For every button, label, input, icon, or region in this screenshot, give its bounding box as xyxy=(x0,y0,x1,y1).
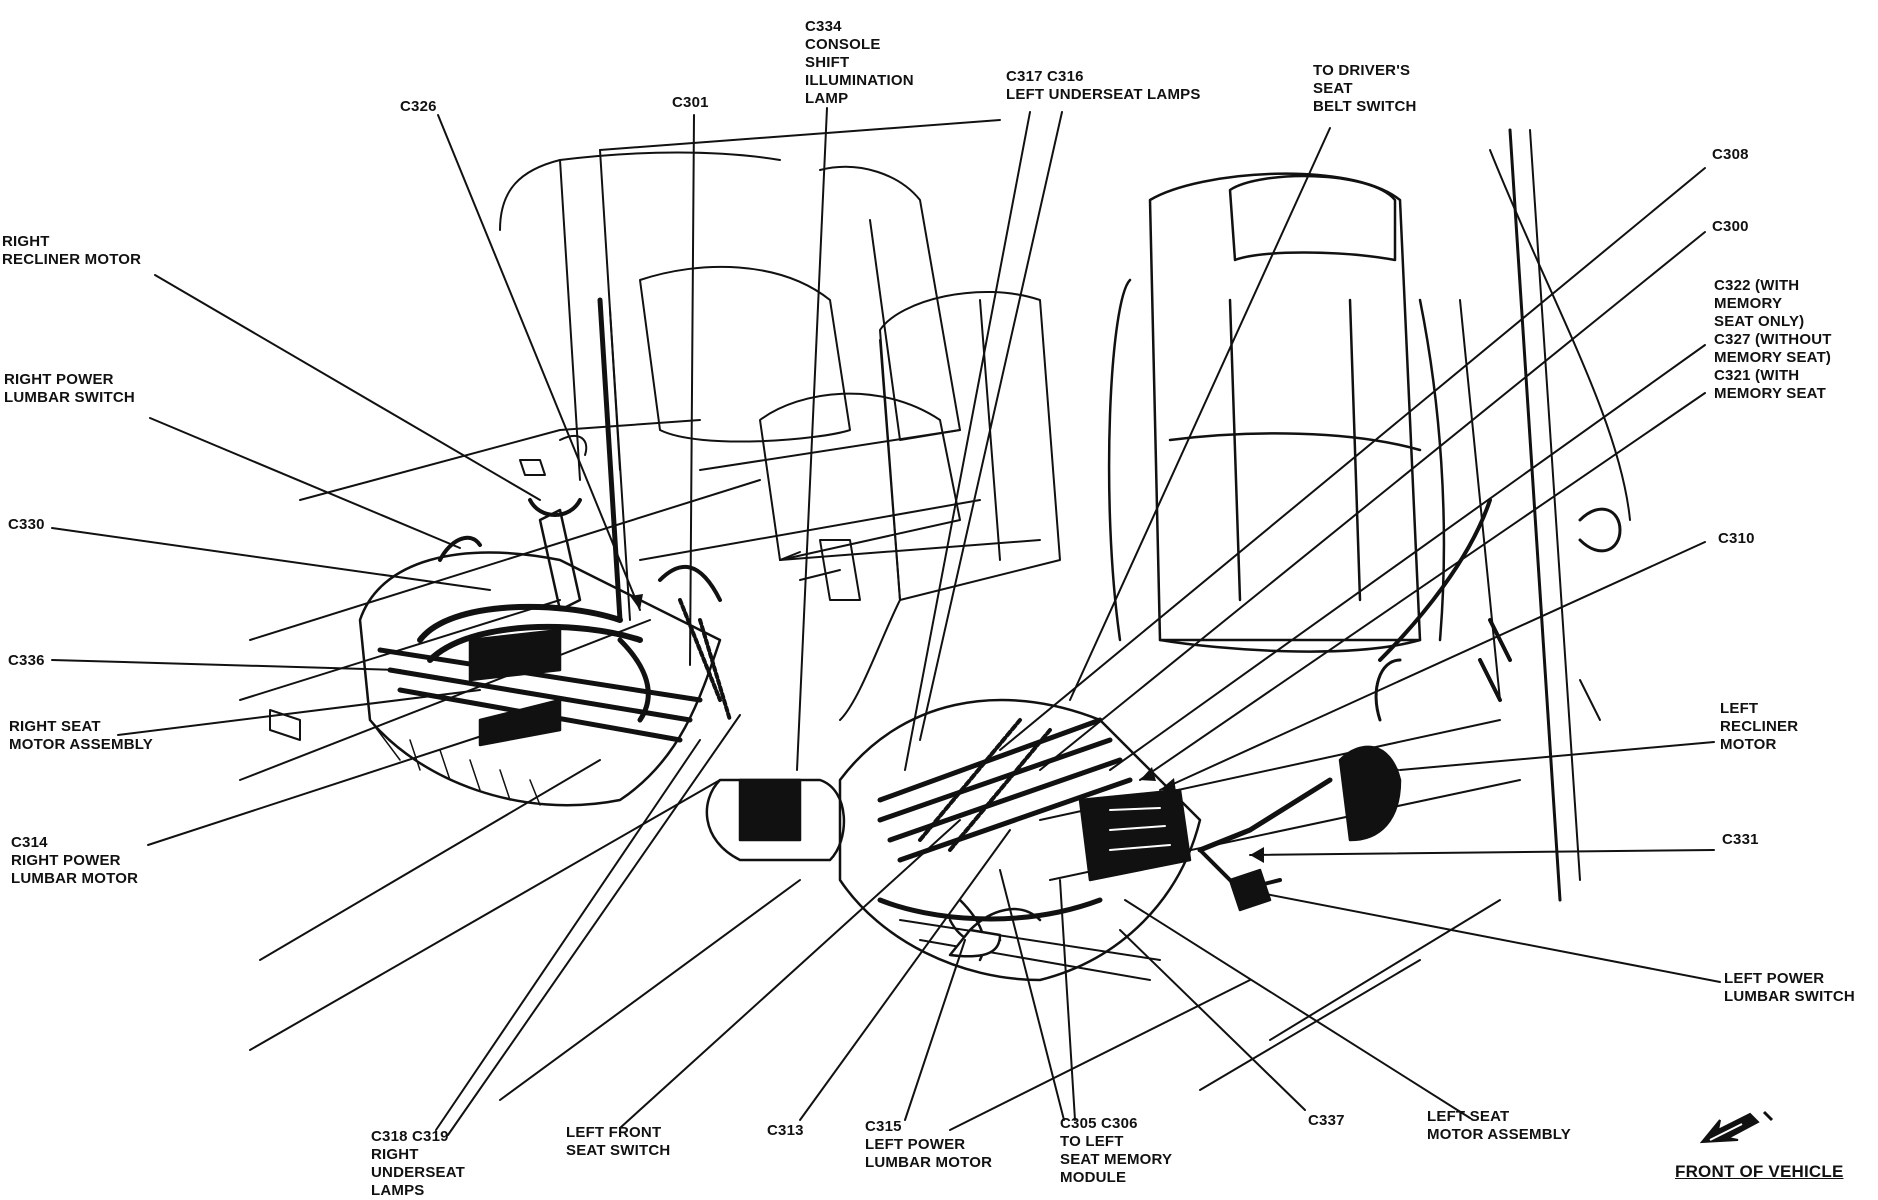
right-seat-frame xyxy=(358,297,732,807)
label-front-of-vehicle: FRONT OF VEHICLE xyxy=(1675,1162,1844,1181)
vehicle-body-outline xyxy=(239,119,1631,1131)
misc-details xyxy=(269,435,1622,741)
left-front-seat-outline xyxy=(1107,172,1446,653)
label-c315-left-power-lumbar-motor: C315 LEFT POWER LUMBAR MOTOR xyxy=(865,1118,993,1171)
label-left-recliner-motor: LEFT RECLINER MOTOR xyxy=(1720,700,1799,753)
label-c310: C310 xyxy=(1718,530,1755,547)
label-left-front-seat-switch: LEFT FRONT SEAT SWITCH xyxy=(566,1124,671,1159)
label-right-recliner-motor: RIGHT RECLINER MOTOR xyxy=(2,233,142,268)
label-drivers-seat-belt-switch: TO DRIVER'S SEAT BELT SWITCH xyxy=(1313,62,1417,115)
label-c322-c327-c321: C322 (WITH MEMORY SEAT ONLY) C327 (WITHO… xyxy=(1714,277,1832,402)
label-left-seat-motor-assembly: LEFT SEAT MOTOR ASSEMBLY xyxy=(1427,1108,1571,1143)
front-arrow-icon xyxy=(1699,1110,1774,1144)
label-c334-console-shift-illumination-lamp: C334 CONSOLE SHIFT ILLUMINATION LAMP xyxy=(805,18,914,107)
leader-lines xyxy=(51,107,1721,1136)
label-c336: C336 xyxy=(8,652,45,669)
leader-arrowheads xyxy=(630,594,1400,900)
label-right-seat-motor-assembly: RIGHT SEAT MOTOR ASSEMBLY xyxy=(9,718,153,753)
label-c313: C313 xyxy=(767,1122,804,1139)
right-front-seat-outline xyxy=(779,290,1061,721)
label-c317-c316-left-underseat-lamps: C317 C316 LEFT UNDERSEAT LAMPS xyxy=(1006,68,1201,103)
label-c337: C337 xyxy=(1308,1112,1345,1129)
label-c308: C308 xyxy=(1712,146,1749,163)
label-right-power-lumbar-switch: RIGHT POWER LUMBAR SWITCH xyxy=(4,371,135,406)
label-c314-right-power-lumbar-motor: C314 RIGHT POWER LUMBAR MOTOR xyxy=(11,834,139,887)
label-c326: C326 xyxy=(400,98,437,115)
label-c330: C330 xyxy=(8,516,45,533)
label-c301: C301 xyxy=(672,94,709,111)
label-c318-c319-right-underseat-lamps: C318 C319 RIGHT UNDERSEAT LAMPS xyxy=(371,1128,466,1199)
label-left-power-lumbar-switch: LEFT POWER LUMBAR SWITCH xyxy=(1724,970,1855,1005)
label-c331: C331 xyxy=(1722,831,1759,848)
label-c305-c306-left-seat-memory-module: C305 C306 TO LEFT SEAT MEMORY MODULE xyxy=(1060,1115,1173,1186)
left-seat-frame xyxy=(705,498,1492,982)
label-c300: C300 xyxy=(1712,218,1749,235)
rear-seat-outline xyxy=(639,165,981,561)
